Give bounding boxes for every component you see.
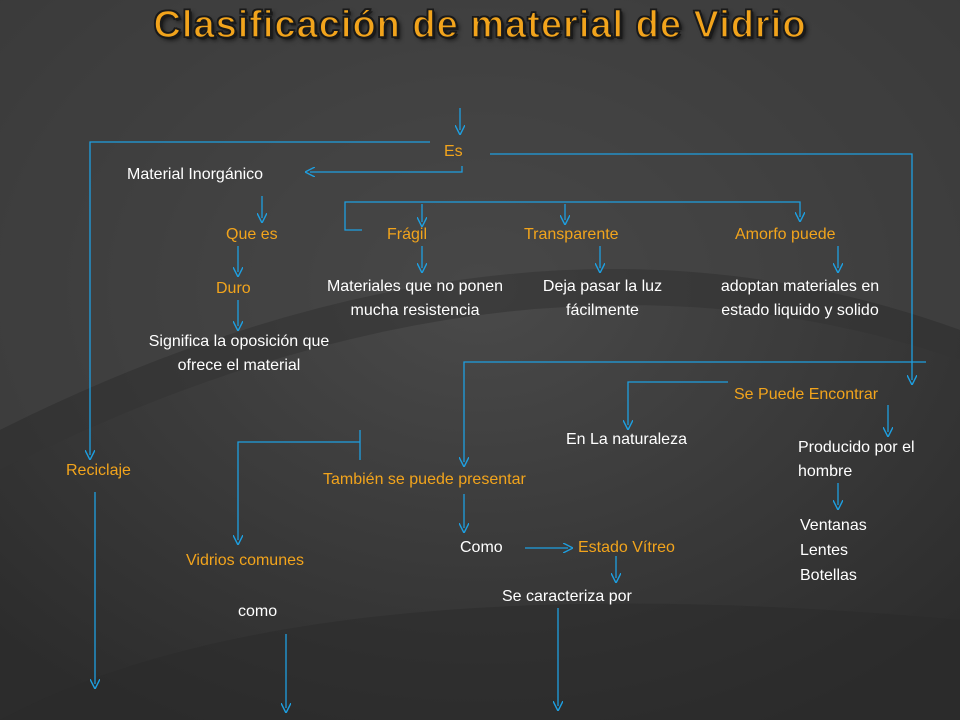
node-se-puede-encontrar: Se Puede Encontrar: [734, 386, 879, 403]
node-naturaleza: En La naturaleza: [566, 431, 687, 448]
node-se-caracteriza: Se caracteriza por: [502, 588, 632, 605]
node-fragil: Frágil: [387, 226, 428, 243]
node-como-upper: Como: [460, 539, 503, 556]
node-transparente: Transparente: [524, 226, 619, 243]
node-duro-desc: Significa la oposición que ofrece el mat…: [148, 333, 330, 374]
node-reciclaje: Reciclaje: [66, 462, 131, 479]
node-duro: Duro: [216, 280, 251, 297]
node-estado-vitreo: Estado Vítreo: [578, 539, 675, 556]
node-transparente-desc: Deja pasar la luz fácilmente: [542, 278, 663, 319]
node-tambien: También se puede presentar: [323, 471, 526, 488]
node-fragil-desc: Materiales que no ponen mucha resistenci…: [326, 278, 504, 319]
node-amorfo: Amorfo puede: [735, 226, 836, 243]
node-vidrios-comunes: Vidrios comunes: [186, 552, 304, 569]
node-que-es: Que es: [226, 226, 278, 243]
node-producido: Producido por el hombre: [798, 439, 915, 480]
node-amorfo-desc: adoptan materiales en estado liquido y s…: [720, 278, 880, 319]
node-como-lower: como: [238, 603, 278, 620]
node-productos: Ventanas Lentes Botellas: [800, 517, 867, 584]
node-material-inorganico: Material Inorgánico: [127, 166, 264, 183]
node-es: Es: [444, 143, 463, 160]
diagram-title: Clasificación de material de Vidrio: [153, 3, 807, 47]
